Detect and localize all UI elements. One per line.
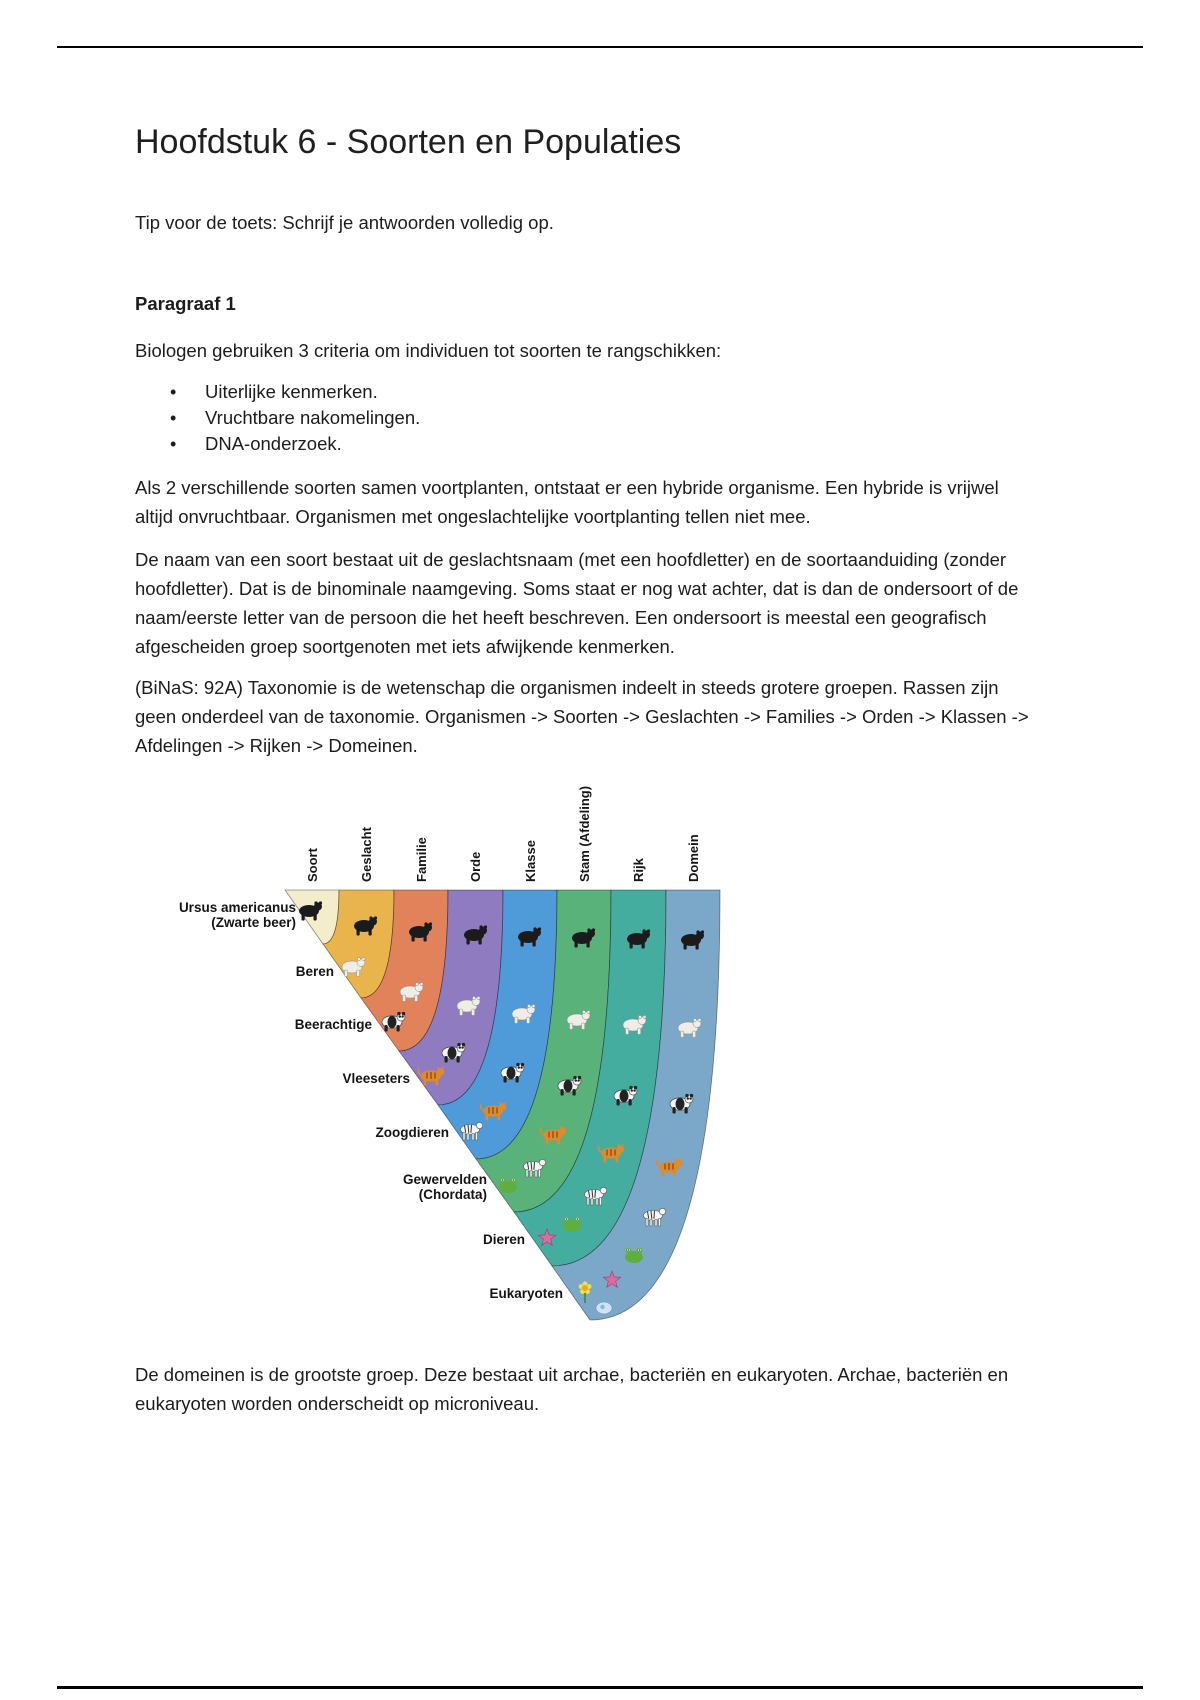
row-label-geslacht: Beren bbox=[296, 964, 334, 979]
paragraph-domains: De domeinen is de grootste groep. Deze b… bbox=[135, 1363, 1009, 1414]
row-label-domein: Eukaryoten bbox=[489, 1286, 563, 1301]
criteria-item: Uiterlijke kenmerken. bbox=[135, 379, 1035, 405]
column-label-soort: Soort bbox=[305, 847, 320, 882]
criteria-item: DNA-onderzoek. bbox=[135, 431, 1035, 457]
taxonomy-diagram: Soort Geslacht Familie Orde Klasse Stam … bbox=[179, 786, 721, 1321]
paragraph-naming: De naam van een soort bestaat uit de ges… bbox=[135, 548, 1019, 657]
tip-text: Tip voor de toets: Schrijf je antwoorden… bbox=[135, 211, 554, 233]
column-label-klasse: Klasse bbox=[523, 840, 538, 882]
band-soort bbox=[284, 889, 340, 945]
paragraph-taxonomy: (BiNaS: 92A) Taxonomie is de wetenschap … bbox=[135, 676, 1029, 756]
row-label-orde: Vleeseters bbox=[342, 1071, 410, 1086]
row-label-stam-line1: Gewervelden bbox=[403, 1172, 487, 1187]
row-label-familie: Beerachtige bbox=[295, 1017, 373, 1032]
criteria-list: Uiterlijke kenmerken. Vruchtbare nakomel… bbox=[135, 379, 1035, 457]
eukaryote-cell-icon bbox=[595, 1301, 613, 1315]
row-label-klasse: Zoogdieren bbox=[376, 1125, 450, 1140]
row-label-soort-line1: Ursus americanus bbox=[179, 900, 296, 915]
band-stam bbox=[475, 889, 612, 1213]
section-heading: Paragraaf 1 bbox=[135, 292, 236, 314]
page-content: Hoofdstuk 6 - Soorten en Populaties Tip … bbox=[135, 0, 1035, 1418]
row-label-stam-line2: (Chordata) bbox=[419, 1187, 487, 1202]
row-label-rijk: Dieren bbox=[483, 1232, 525, 1247]
criteria-item: Vruchtbare nakomelingen. bbox=[135, 405, 1035, 431]
column-label-stam: Stam (Afdeling) bbox=[577, 786, 592, 882]
column-label-orde: Orde bbox=[468, 851, 483, 881]
paragraph-hybrid: Als 2 verschillende soorten samen voortp… bbox=[135, 476, 999, 527]
column-label-geslacht: Geslacht bbox=[359, 826, 374, 882]
row-label-soort-line2: (Zwarte beer) bbox=[211, 915, 296, 930]
band-domein bbox=[551, 889, 721, 1321]
page-header-rule bbox=[57, 46, 1143, 48]
page-footer-rule bbox=[57, 1686, 1143, 1689]
criteria-intro: Biologen gebruiken 3 criteria om individ… bbox=[135, 339, 722, 361]
column-label-familie: Familie bbox=[414, 837, 429, 882]
page-title: Hoofdstuk 6 - Soorten en Populaties bbox=[135, 123, 682, 161]
column-label-rijk: Rijk bbox=[631, 857, 646, 882]
column-label-domein: Domein bbox=[686, 834, 701, 882]
